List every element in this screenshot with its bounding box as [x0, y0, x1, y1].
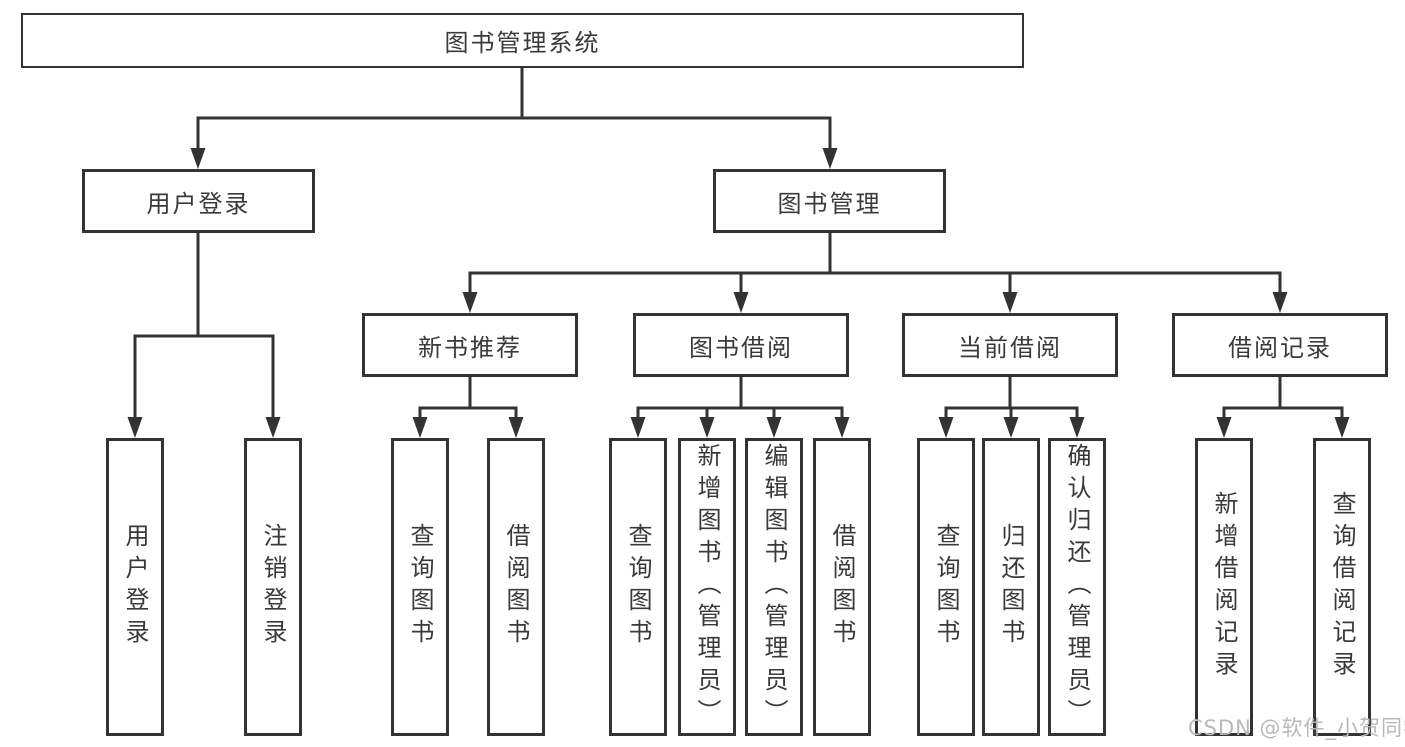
leaf-user-login: 用户登录: [106, 438, 164, 736]
csdn-watermark: CSDN @软件_小贺同学: [1188, 716, 1405, 740]
leaf-current-query-books: 查询图书: [917, 438, 975, 736]
node-new-book-recommendation: 新书推荐: [362, 313, 578, 377]
leaf-recommend-query-books: 查询图书: [391, 438, 449, 736]
leaf-return-books: 归还图书: [982, 438, 1040, 736]
node-library-management-system: 图书管理系统: [21, 13, 1024, 68]
leaf-borrow-books: 借阅图书: [813, 438, 871, 736]
leaf-add-borrow-record: 新增借阅记录: [1195, 438, 1253, 736]
node-user-login: 用户登录: [82, 169, 315, 233]
node-book-management: 图书管理: [713, 169, 946, 233]
leaf-edit-books-admin: 编辑图书（管理员）: [745, 438, 803, 736]
leaf-borrowing-query-books: 查询图书: [609, 438, 667, 736]
leaf-logout: 注销登录: [244, 438, 302, 736]
node-book-borrowing: 图书借阅: [633, 313, 849, 377]
leaf-recommend-borrow-books: 借阅图书: [487, 438, 545, 736]
node-current-borrowing: 当前借阅: [902, 313, 1118, 377]
leaf-add-books-admin: 新增图书（管理员）: [678, 438, 736, 736]
leaf-query-borrow-record: 查询借阅记录: [1313, 438, 1371, 736]
leaf-confirm-return-admin: 确认归还（管理员）: [1048, 438, 1106, 736]
node-borrowing-records: 借阅记录: [1172, 313, 1388, 377]
